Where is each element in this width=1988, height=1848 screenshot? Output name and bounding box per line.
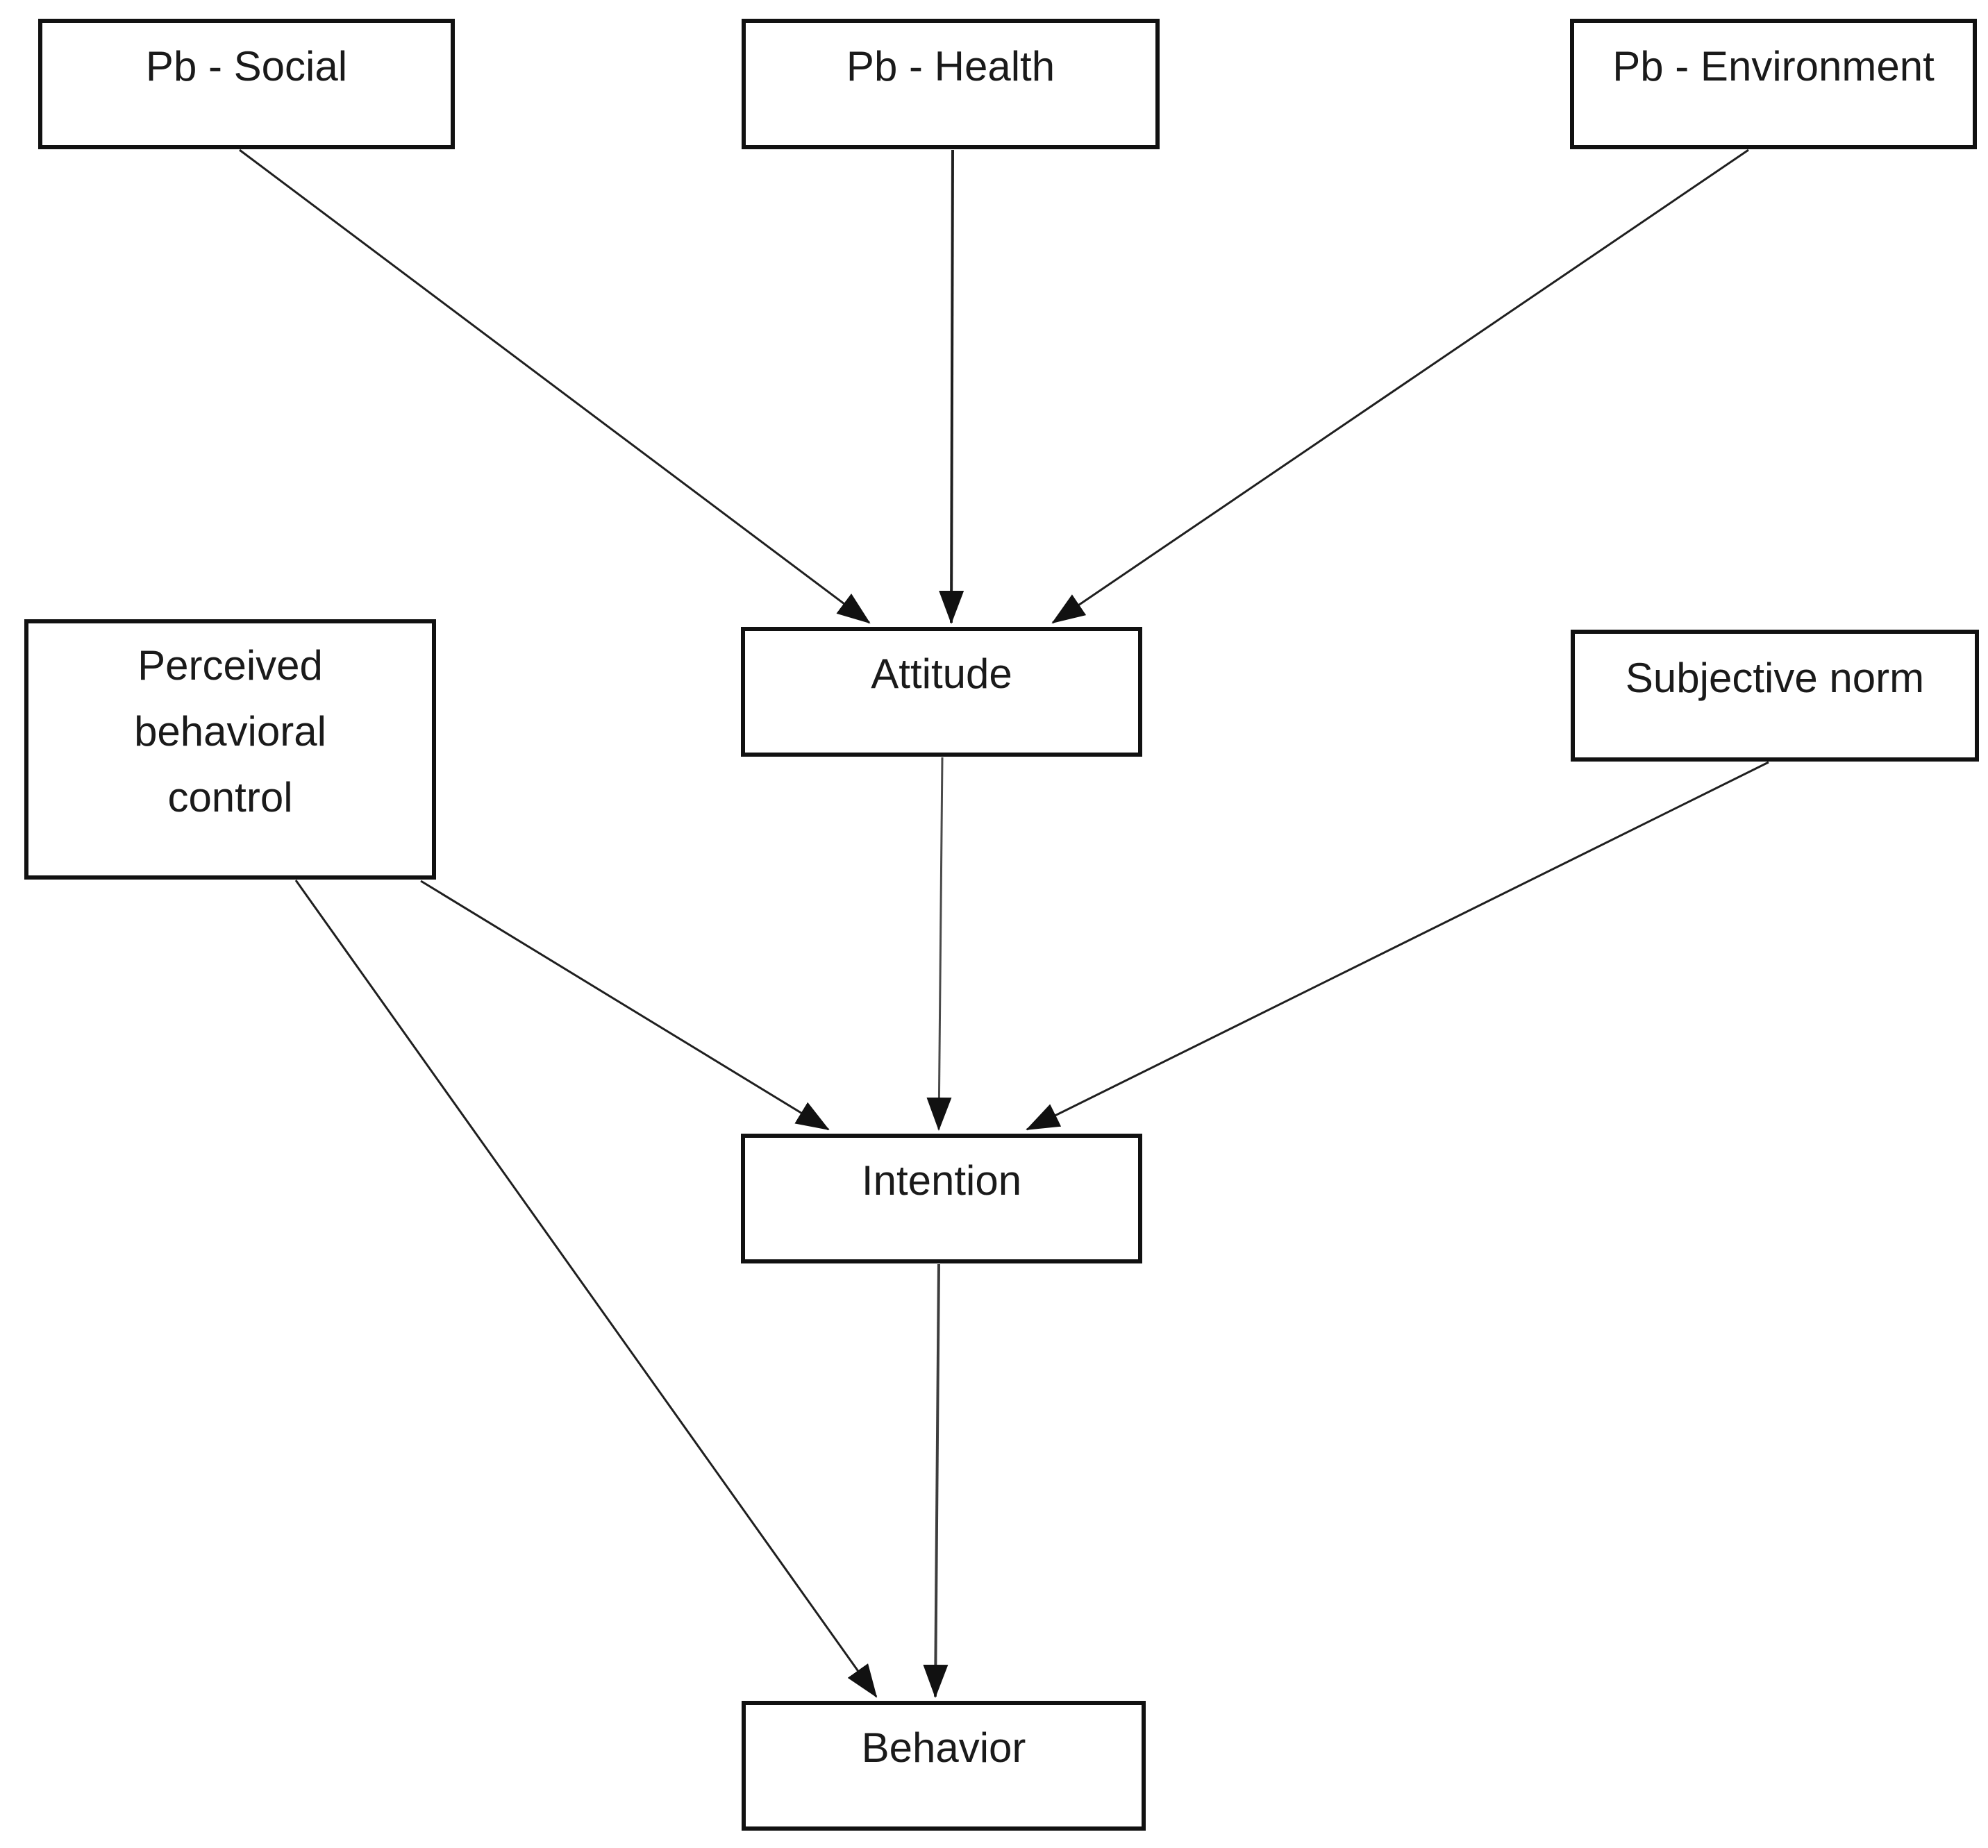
node-intention: Intention bbox=[741, 1134, 1142, 1263]
node-label-behavior: Behavior bbox=[861, 1724, 1026, 1771]
node-perceived-behavioral-control: Perceived behavioral control bbox=[24, 619, 436, 880]
node-subjective-norm: Subjective norm bbox=[1571, 630, 1979, 762]
node-label-pb-environment: Pb - Environment bbox=[1612, 42, 1935, 90]
node-pb-environment: Pb - Environment bbox=[1570, 19, 1977, 149]
node-label-intention: Intention bbox=[861, 1157, 1022, 1204]
arrow-perceived-behavioral-control-to-intention bbox=[420, 880, 830, 1131]
arrow-pb-health-to-attitude bbox=[939, 149, 964, 624]
node-pb-health: Pb - Health bbox=[742, 19, 1160, 149]
arrow-pb-environment-to-attitude bbox=[1051, 149, 1749, 624]
node-label-attitude: Attitude bbox=[871, 650, 1012, 697]
arrow-subjective-norm-to-intention bbox=[1026, 761, 1769, 1131]
node-label-perceived-behavioral-control: Perceived behavioral control bbox=[134, 642, 326, 821]
arrow-pb-social-to-attitude bbox=[239, 149, 871, 624]
arrow-perceived-behavioral-control-to-behavior bbox=[294, 880, 878, 1698]
node-pb-social: Pb - Social bbox=[38, 19, 455, 149]
node-attitude: Attitude bbox=[741, 627, 1142, 757]
node-label-pb-health: Pb - Health bbox=[846, 42, 1055, 90]
node-label-pb-social: Pb - Social bbox=[145, 42, 348, 90]
arrow-attitude-to-intention bbox=[926, 757, 952, 1131]
arrow-intention-to-behavior bbox=[923, 1263, 949, 1698]
node-behavior: Behavior bbox=[742, 1701, 1146, 1831]
node-label-subjective-norm: Subjective norm bbox=[1625, 654, 1925, 701]
